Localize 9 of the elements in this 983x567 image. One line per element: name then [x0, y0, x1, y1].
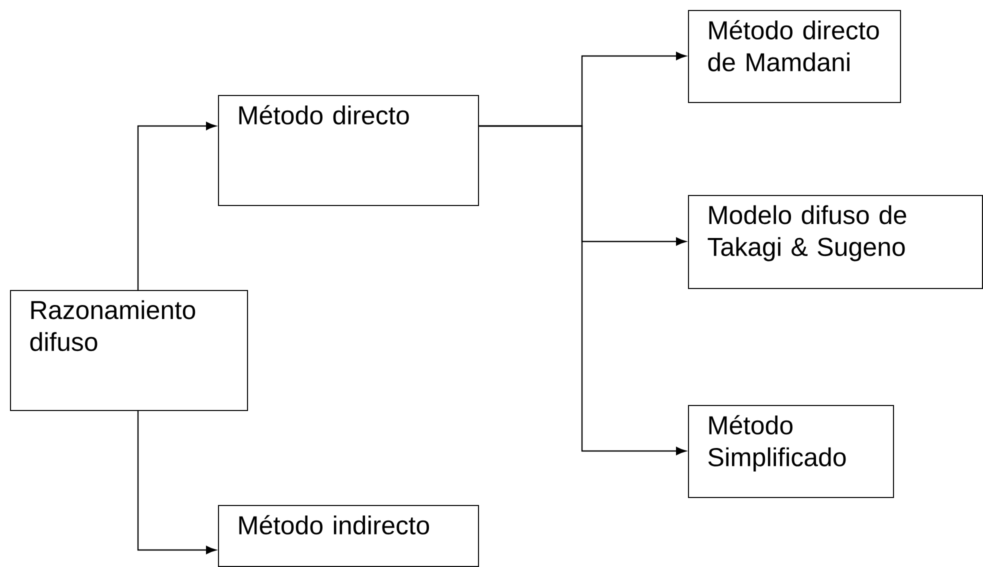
- arrow: [479, 125, 686, 456]
- text-box: Modelo difuso de Takagi & Sugeno: [688, 194, 983, 289]
- text-box: Método directo: [218, 94, 479, 206]
- text-box: Razonamiento difuso: [10, 290, 248, 411]
- arrow: [137, 411, 216, 554]
- text-box: Método indirecto: [218, 504, 479, 567]
- arrow: [137, 122, 216, 290]
- text-box: Método directo de Mamdani: [688, 10, 901, 103]
- text-box: Método Simplificado: [688, 404, 894, 498]
